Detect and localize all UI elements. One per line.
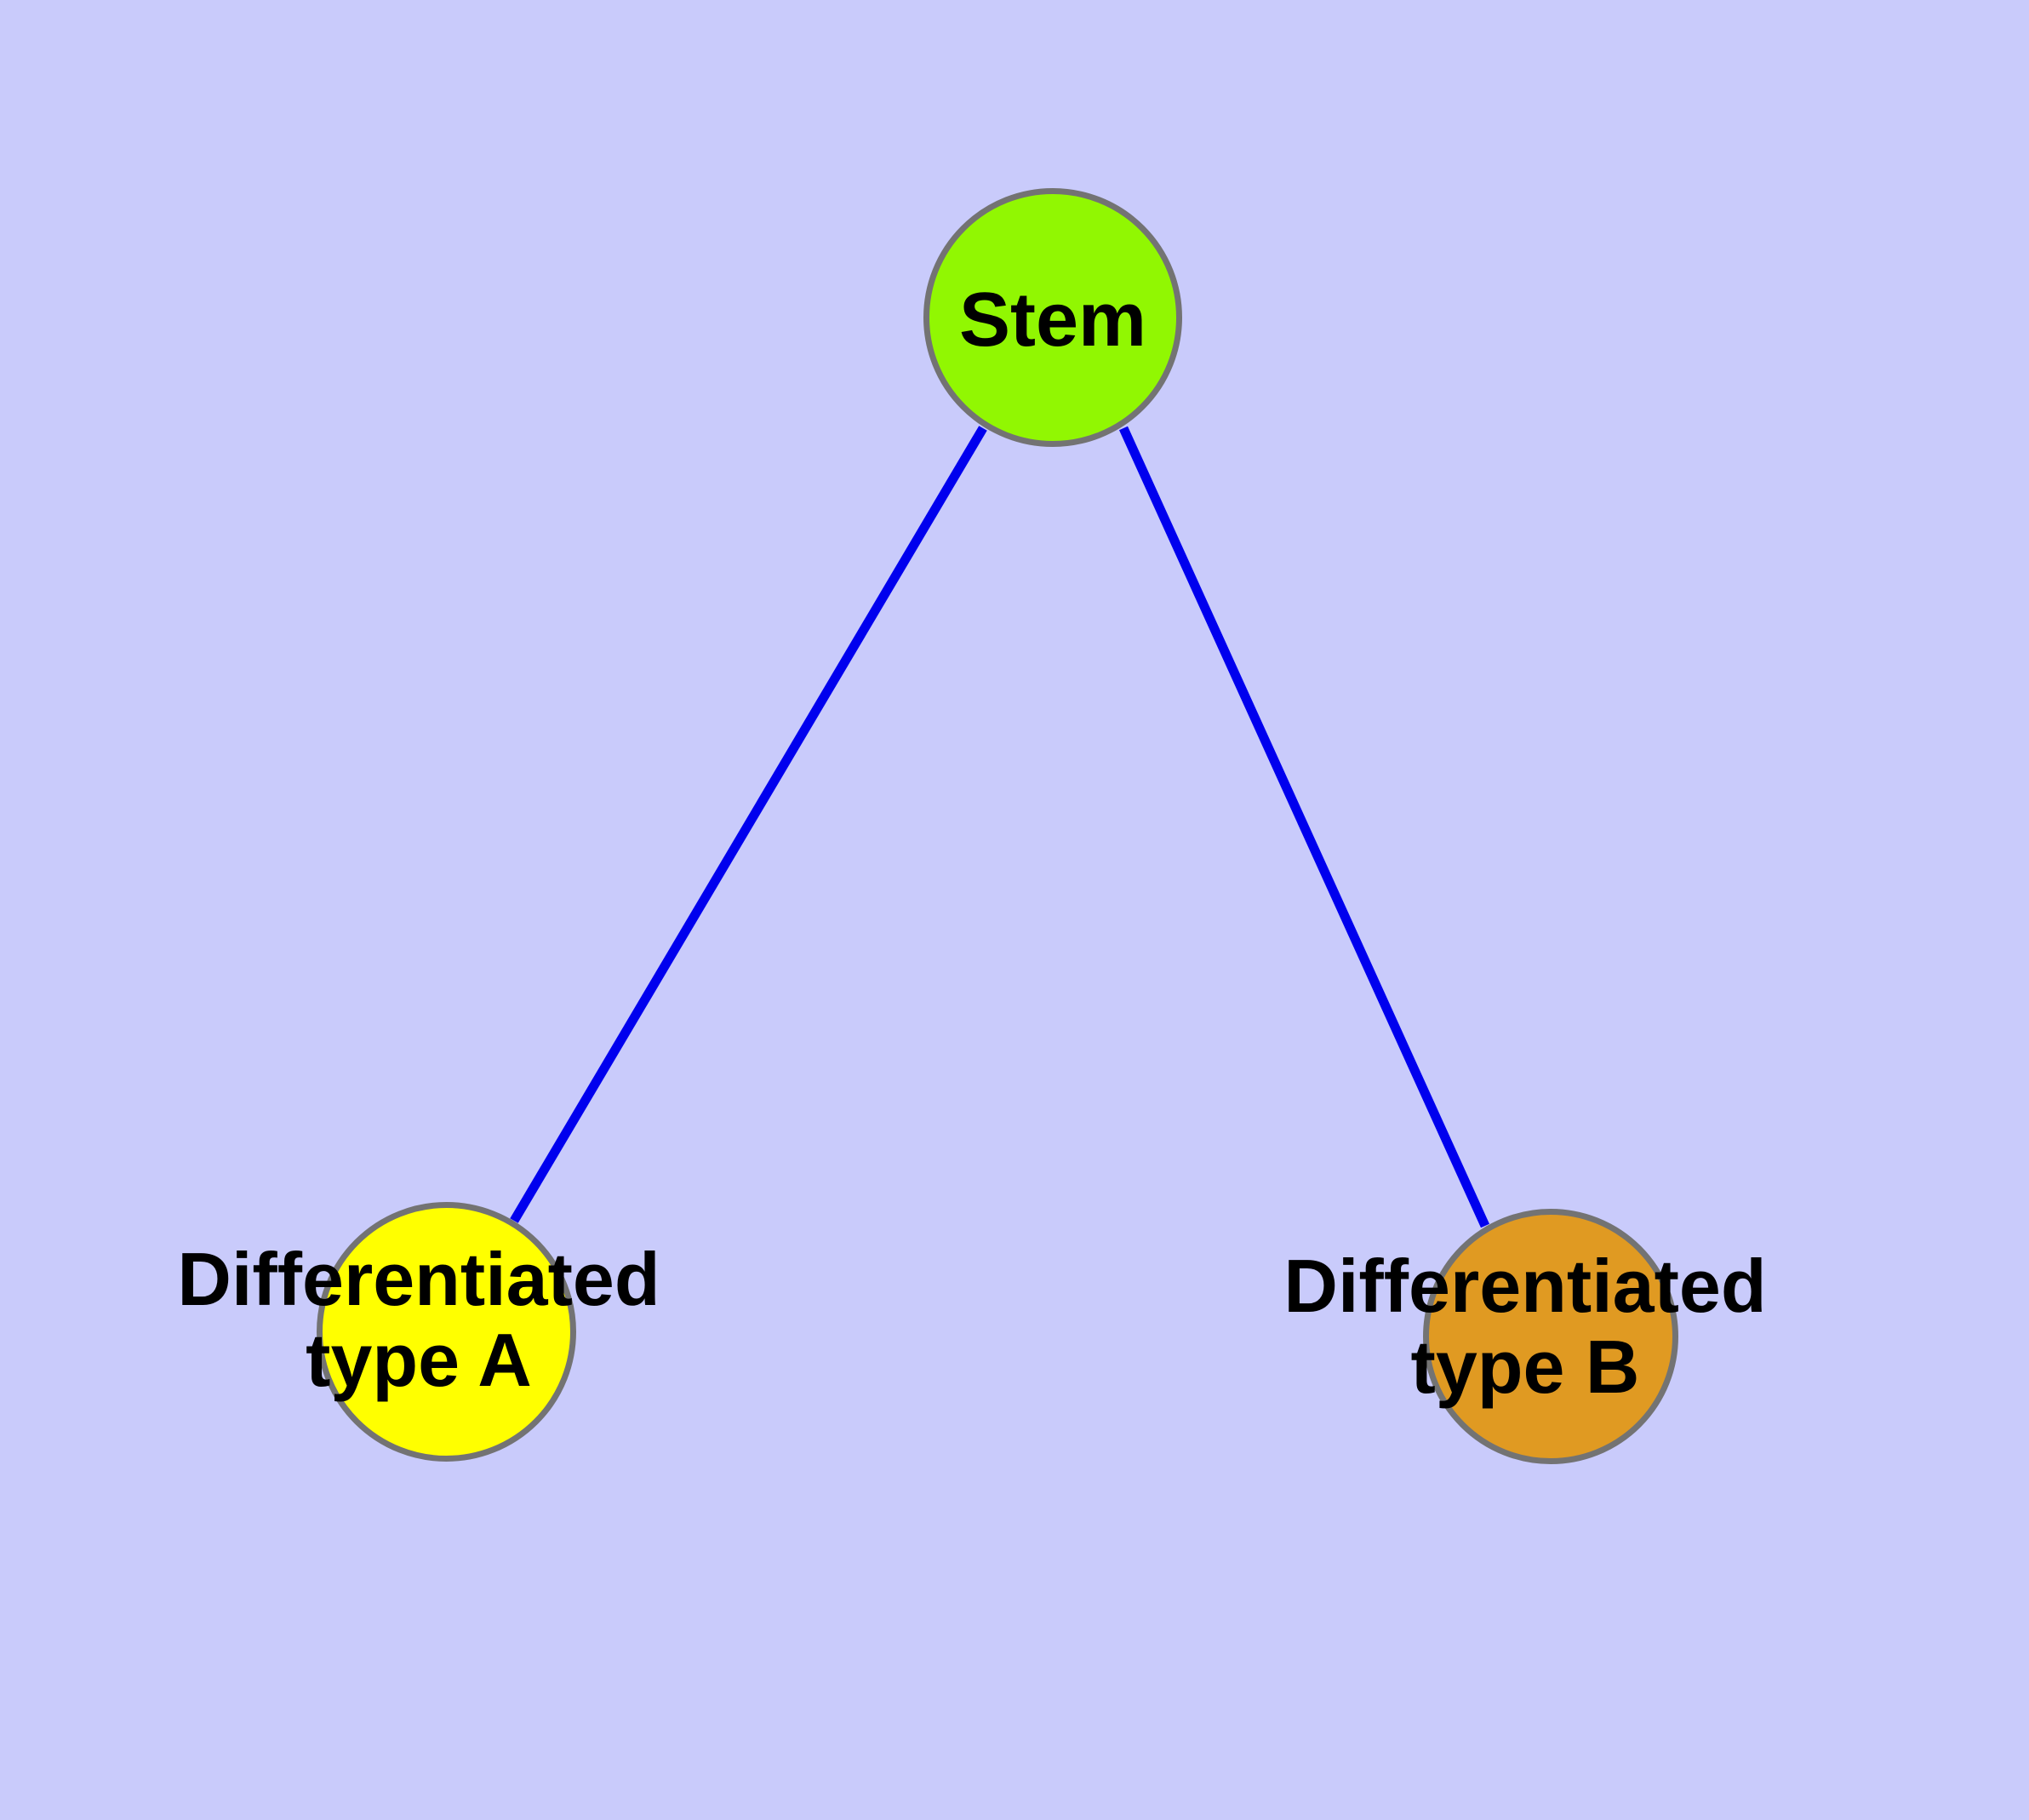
node-differentiated-type-b[interactable]	[1423, 1209, 1678, 1464]
node-stem[interactable]	[923, 188, 1182, 447]
edge-stem-to-differentiated-type-a[interactable]	[510, 426, 987, 1223]
edge-stem-to-differentiated-type-b[interactable]	[1118, 426, 1490, 1228]
node-differentiated-type-a[interactable]	[317, 1202, 576, 1462]
